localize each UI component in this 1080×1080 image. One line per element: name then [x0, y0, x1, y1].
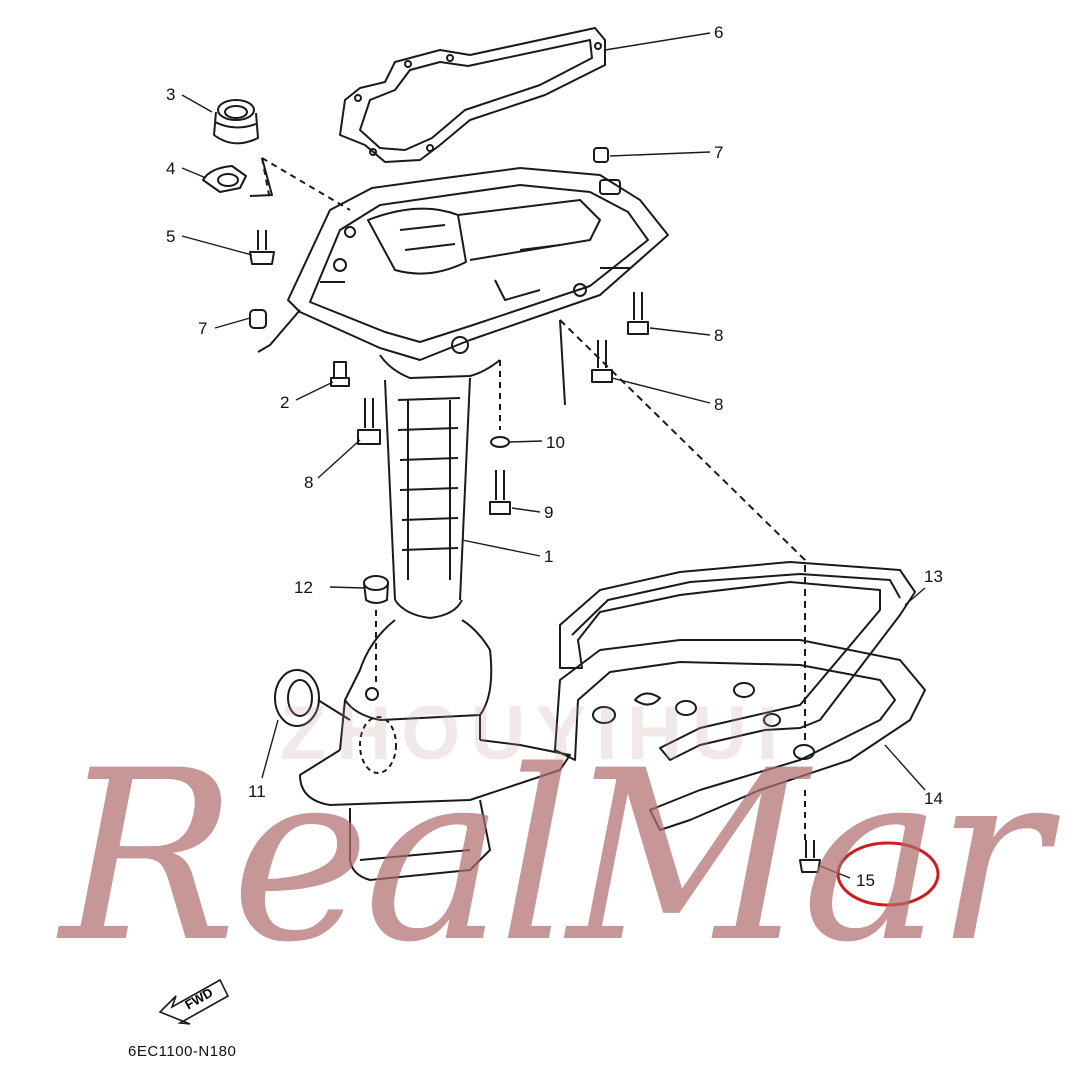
- callout-6: 6: [714, 23, 724, 42]
- bolt-part-9: [489, 470, 511, 515]
- callout-9: 9: [544, 503, 554, 522]
- bolt-part-8-c: [357, 398, 381, 445]
- callout-5: 5: [166, 227, 176, 246]
- callout-3: 3: [166, 85, 176, 104]
- diagram-code: 6EC1100-N180: [128, 1043, 237, 1060]
- plug-part-12: [363, 575, 389, 685]
- callout-15: 15: [856, 871, 875, 890]
- rubber-seal-part-13: [559, 561, 916, 761]
- fwd-arrow-icon: [158, 978, 230, 1025]
- callout-10: 10: [546, 433, 565, 452]
- dowel-pin-part-7-upper: [593, 147, 609, 163]
- washer-part-10: [490, 360, 510, 448]
- bolt-part-15: [799, 840, 821, 873]
- background-watermark: ZHOUYIHUI: [280, 691, 788, 776]
- upper-casing-part-1: [299, 354, 571, 881]
- callout-14: 14: [924, 789, 943, 808]
- leader-lines: [181, 32, 926, 879]
- callout-2: 2: [280, 393, 290, 412]
- callout-12: 12: [294, 578, 313, 597]
- plug-part-3: [213, 99, 259, 145]
- bolt-part-8-b: [591, 340, 613, 383]
- highlight-circle-15: [836, 841, 940, 907]
- bolt-part-8-a: [627, 292, 649, 335]
- washer-part-4: [202, 165, 247, 193]
- callout-4: 4: [166, 159, 176, 178]
- fitting-part-2: [330, 361, 350, 387]
- watermark-logo: RealMar: [60, 721, 1048, 994]
- callout-13: 13: [924, 567, 943, 586]
- callout-7-upper: 7: [714, 143, 724, 162]
- dowel-pin-part-7-lower: [249, 309, 267, 329]
- gasket-part-6: [339, 27, 606, 163]
- callout-8-upper: 8: [714, 326, 724, 345]
- callout-7-lower: 7: [198, 319, 208, 338]
- exhaust-guide: [257, 167, 669, 406]
- grommet-part-11: [274, 669, 351, 727]
- callout-8-middle: 8: [714, 395, 724, 414]
- callout-1: 1: [544, 547, 554, 566]
- callout-8-lower: 8: [304, 473, 314, 492]
- oil-pan-part-14: [554, 639, 926, 831]
- callout-11: 11: [248, 782, 266, 801]
- bolt-part-5: [249, 230, 275, 265]
